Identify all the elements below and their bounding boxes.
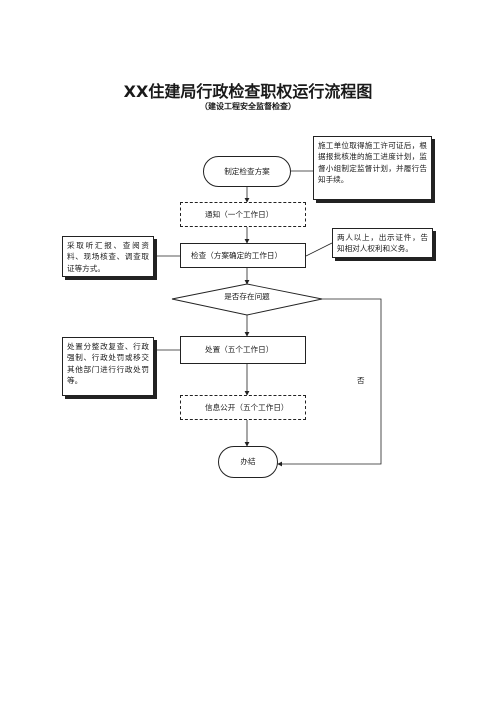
- node-notify-label: 通知（一个工作日）: [205, 209, 274, 219]
- edge-label-no: 否: [357, 376, 365, 385]
- note-measures: 处置分整改复查、行政强制、行政处罚或移交其他部门进行行政处罚等。: [62, 337, 154, 396]
- node-decision-label: 是否存在问题: [224, 292, 270, 301]
- node-plan-label: 制定检查方案: [224, 166, 270, 176]
- node-inspect-label: 检查（方案确定的工作日）: [191, 250, 283, 260]
- connector-inspect-rights: [305, 242, 333, 257]
- note-measures-text: 处置分整改复查、行政强制、行政处罚或移交其他部门进行行政处罚等。: [67, 342, 149, 386]
- note-methods-text: 采取听汇报、查阅资料、现场核查、调查取证等方式。: [67, 241, 149, 273]
- note-rights: 两人以上，出示证件，告知相对人权利和义务。: [332, 228, 433, 258]
- node-notify: 通知（一个工作日）: [180, 202, 306, 227]
- note-permit: 施工单位取得施工许可证后，根据报批核准的施工进度计划，监督小组制定监督计划，并履…: [313, 136, 432, 200]
- note-rights-text: 两人以上，出示证件，告知相对人权利和义务。: [337, 233, 428, 254]
- page-subtitle: （建设工程安全监督检查）: [200, 102, 296, 111]
- decision-diamond: [171, 283, 323, 316]
- node-publish: 信息公开（五个工作日）: [180, 395, 306, 420]
- node-end-label: 办结: [240, 457, 256, 467]
- arrow-no-branch: [277, 298, 382, 467]
- node-plan: 制定检查方案: [203, 156, 291, 187]
- node-handle-label: 处置（五个工作日）: [205, 345, 274, 355]
- note-permit-text: 施工单位取得施工许可证后，根据报批核准的施工进度计划，监督小组制定监督计划，并履…: [318, 141, 427, 185]
- node-inspect: 检查（方案确定的工作日）: [180, 243, 306, 268]
- node-publish-label: 信息公开（五个工作日）: [205, 402, 289, 412]
- node-end: 办结: [218, 446, 278, 478]
- node-handle: 处置（五个工作日）: [180, 336, 306, 364]
- note-methods: 采取听汇报、查阅资料、现场核查、调查取证等方式。: [62, 236, 154, 277]
- page-title: XX住建局行政检查职权运行流程图: [123, 82, 373, 101]
